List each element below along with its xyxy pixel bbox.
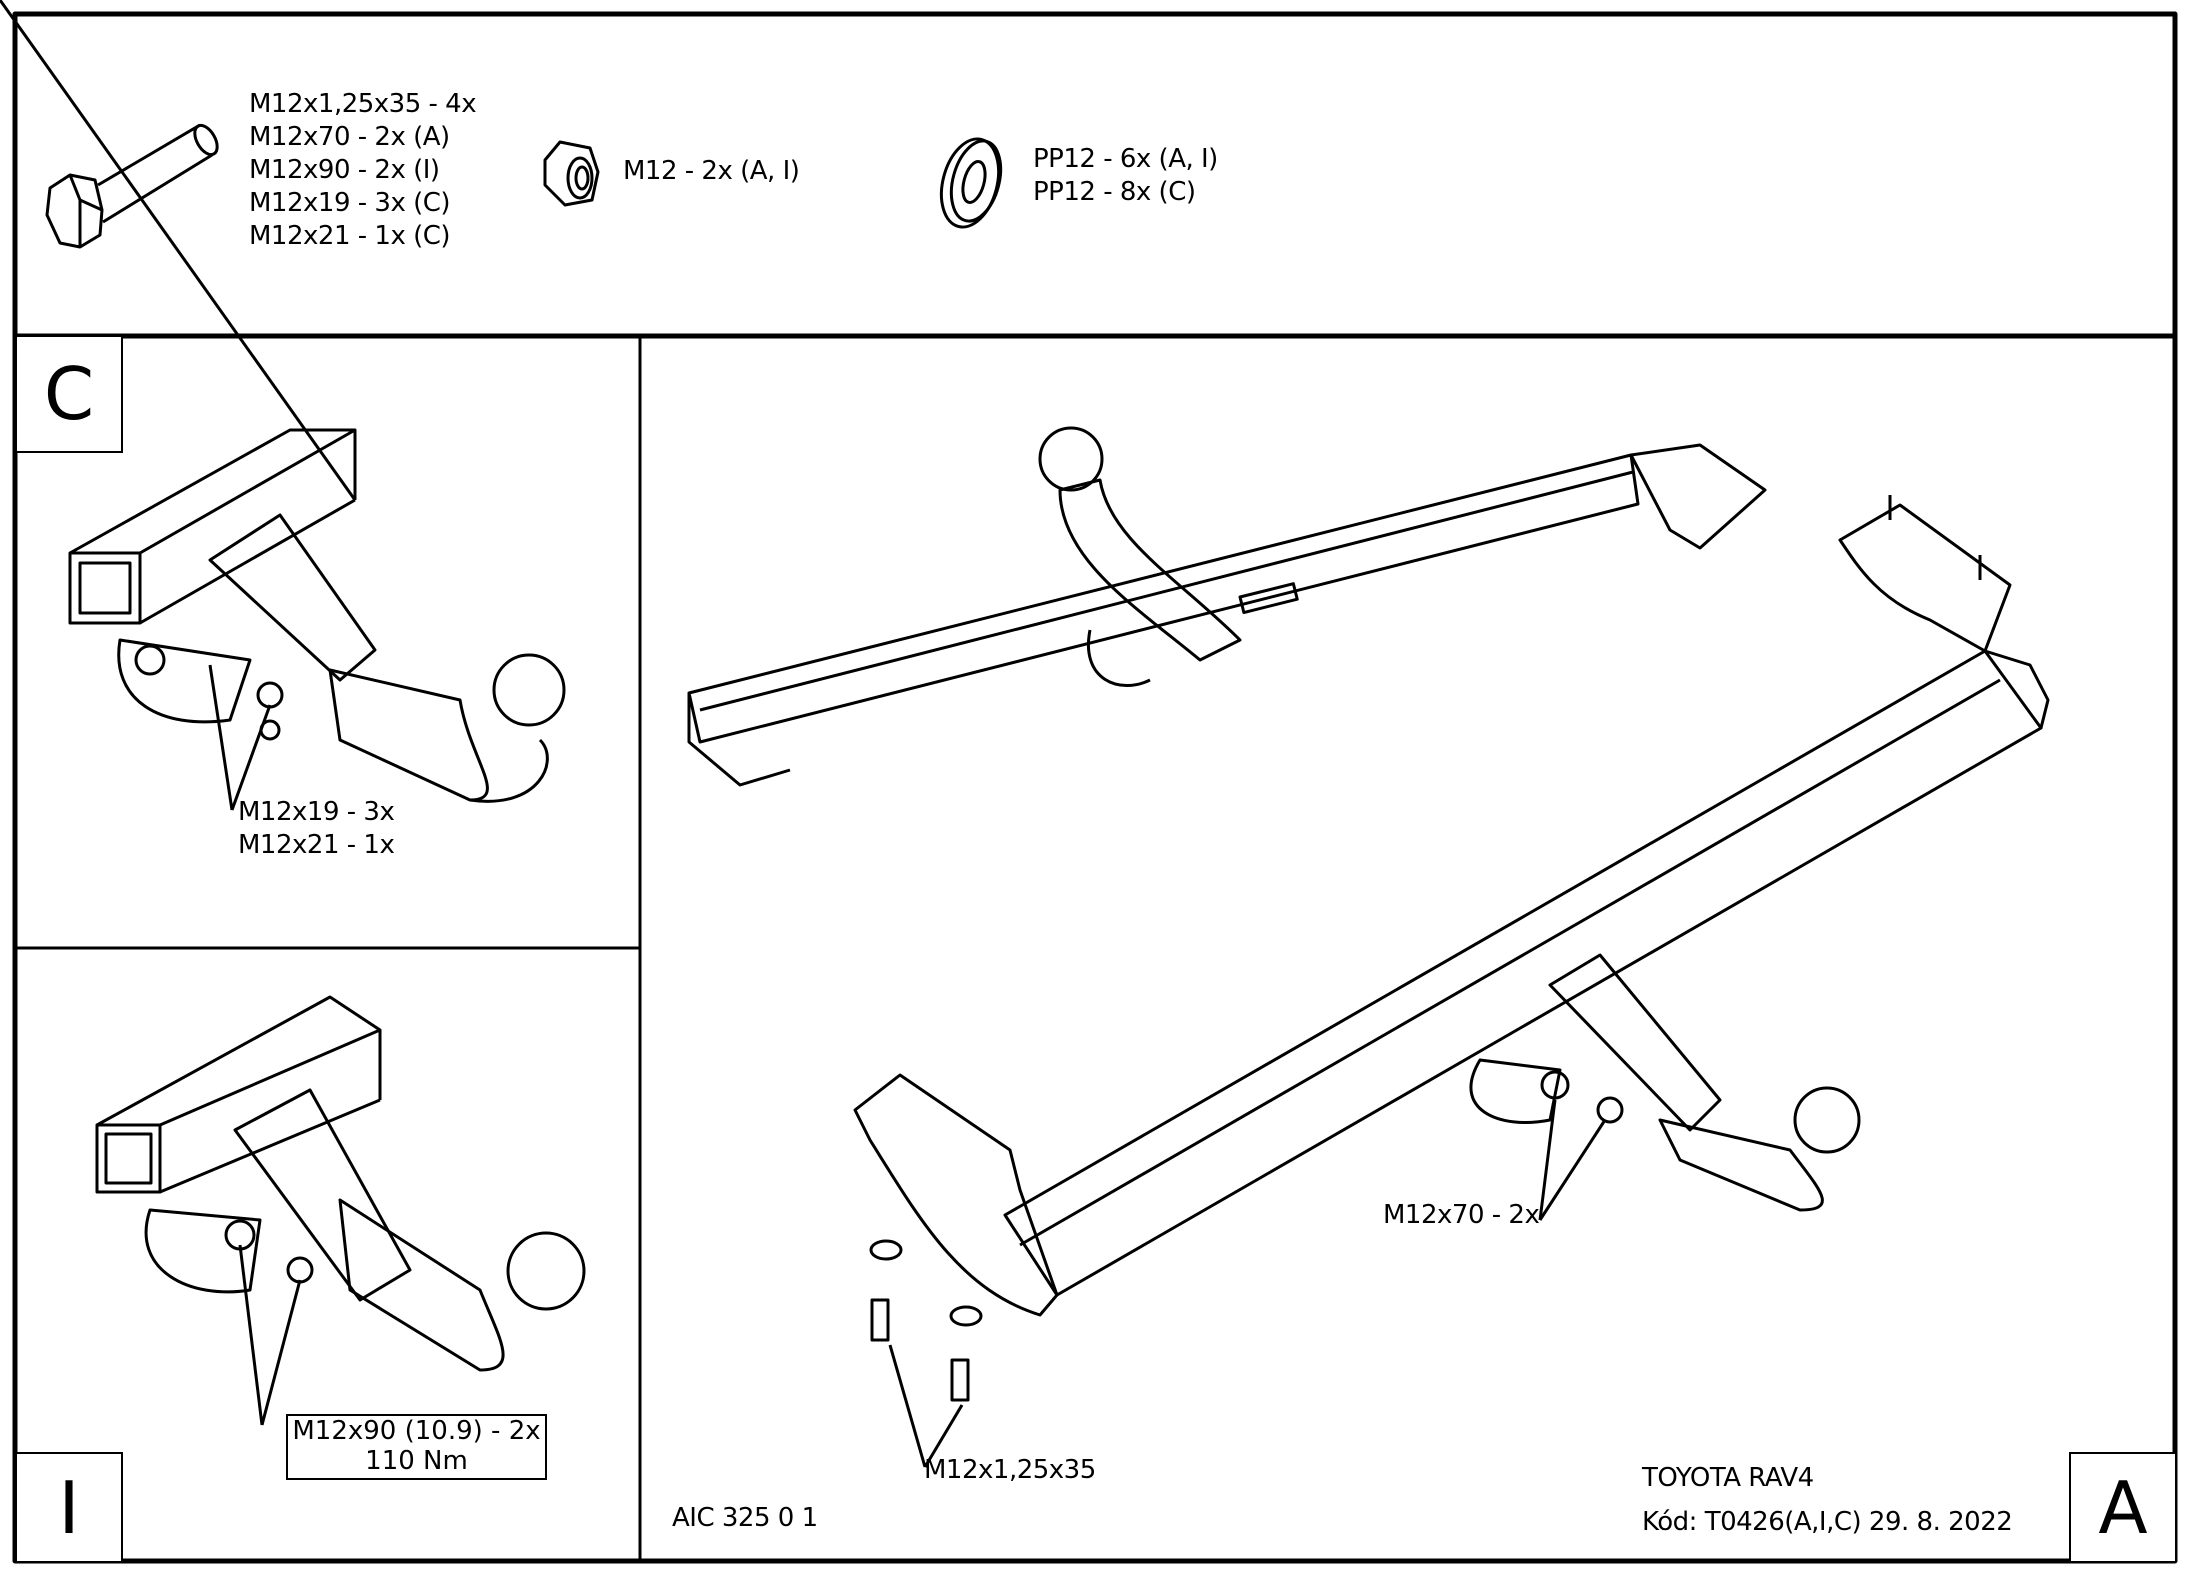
bolt-spec: M12x19 - 3x (C) [249, 188, 451, 218]
screw-callout: M12x1,25x35 [924, 1455, 1096, 1485]
bolt-spec: M12x90 - 2x (I) [249, 155, 440, 185]
drawing-number: AIC 325 0 1 [672, 1503, 818, 1533]
washer-icon [939, 137, 1003, 229]
panel-letter: C [43, 352, 95, 436]
outer-frame [12, 11, 2178, 1564]
vehicle-name: TOYOTA RAV4 [1642, 1463, 1814, 1493]
product-code-date: Kód: T0426(A,I,C) 29. 8. 2022 [1642, 1507, 2013, 1537]
bolt-callout: M12x70 - 2x [1383, 1200, 1540, 1230]
hitch-drawing-a-upper [687, 426, 1767, 787]
hitch-drawing-c [0, 0, 566, 811]
nut-spec: M12 - 2x (A, I) [623, 156, 800, 186]
panel-i-label: I [17, 1452, 123, 1561]
bolt-spec: M12x70 - 2x (A) [249, 122, 450, 152]
panel-c-bolt-labels: M12x19 - 3x M12x21 - 1x [238, 796, 395, 862]
panel-i-spec-box: M12x90 (10.9) - 2x 110 Nm [286, 1414, 547, 1480]
panel-letter: I [58, 1465, 80, 1550]
torque-spec: 110 Nm [365, 1446, 468, 1476]
bolt-icon [45, 123, 219, 249]
washer-spec: PP12 - 8x (C) [1033, 177, 1196, 207]
panel-c-label: C [17, 337, 123, 453]
nut-icon [543, 140, 600, 207]
washer-list: PP12 - 6x (A, I) PP12 - 8x (C) [1033, 143, 1218, 209]
bolt-spec: M12x21 - 1x (C) [249, 221, 451, 251]
hitch-drawing-i [95, 995, 586, 1426]
bolt-spec: M12x1,25x35 - 4x [249, 89, 477, 119]
hitch-drawing-a-lower [853, 495, 2050, 1468]
washer-spec: PP12 - 6x (A, I) [1033, 144, 1218, 174]
bolt-spec: M12x90 (10.9) - 2x [292, 1416, 541, 1446]
bolt-list: M12x1,25x35 - 4x M12x70 - 2x (A) M12x90 … [249, 88, 477, 253]
bolt-callout: M12x21 - 1x [238, 830, 395, 860]
panel-letter: A [2098, 1465, 2148, 1550]
bolt-callout: M12x19 - 3x [238, 797, 395, 827]
panel-a-label: A [2069, 1452, 2175, 1561]
